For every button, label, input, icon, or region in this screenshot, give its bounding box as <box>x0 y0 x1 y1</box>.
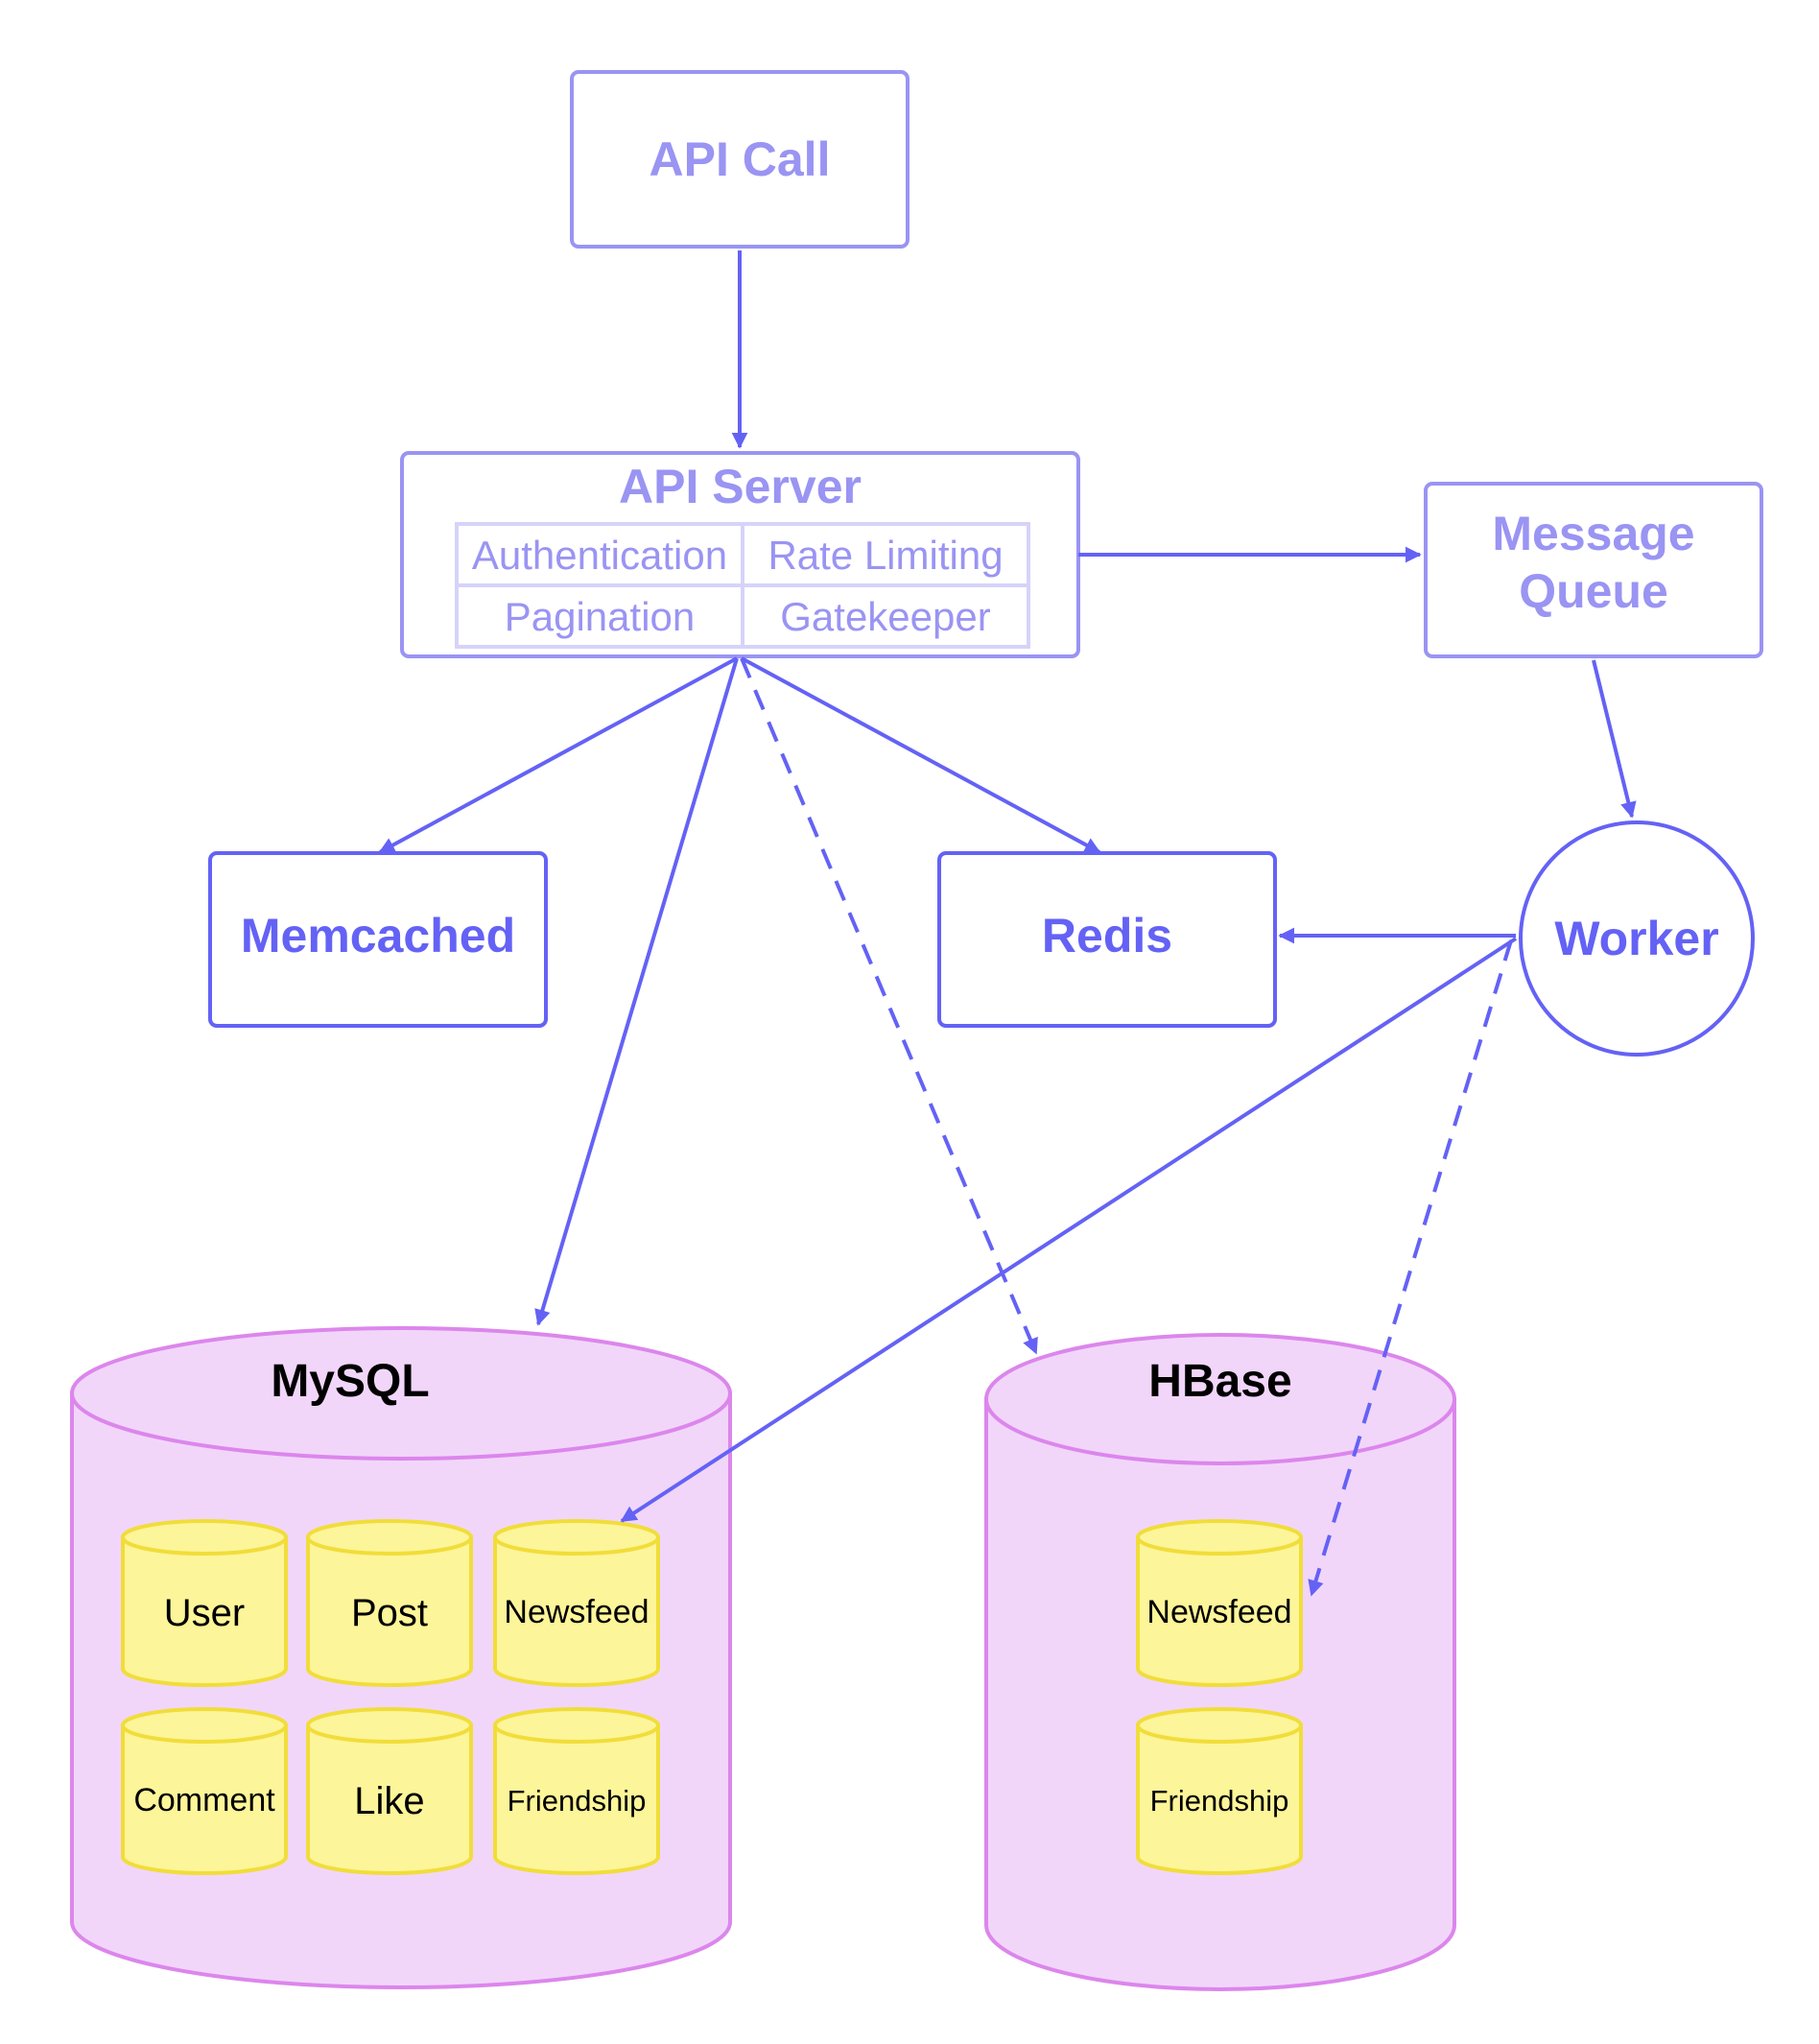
edge-message-queue-to-worker <box>1592 659 1637 819</box>
table-cylinder-user <box>121 1519 288 1687</box>
table-label-like: Like <box>354 1780 425 1822</box>
edge-api-server-to-memcached <box>378 656 738 854</box>
table-label-post: Post <box>350 1592 429 1634</box>
redis-box <box>937 851 1277 1028</box>
table-label-newsfeed: Newsfeed <box>504 1594 650 1631</box>
edge-worker-to-mysql-newsfeed <box>620 937 1518 1523</box>
table-label-comment: Comment <box>133 1782 275 1819</box>
hbase-table-label-friendship: Friendship <box>1149 1783 1289 1818</box>
worker-label: Worker <box>1554 911 1719 965</box>
redis-label: Redis <box>1041 908 1173 963</box>
api-server-feature-grid <box>455 522 1030 649</box>
message-queue-label-line2: Queue <box>1519 563 1668 618</box>
memcached-box <box>208 851 548 1028</box>
mysql-title: MySQL <box>271 1355 430 1407</box>
hbase-title: HBase <box>1148 1355 1292 1407</box>
feature-gatekeeper: Gatekeeper <box>780 593 991 639</box>
edge-api-server-to-redis <box>741 656 1101 854</box>
edge-worker-to-hbase-newsfeed-dashed <box>1308 939 1513 1597</box>
table-cylinder-post <box>306 1519 473 1687</box>
hbase-table-cylinder-friendship <box>1136 1707 1303 1875</box>
feature-authentication: Authentication <box>471 532 728 578</box>
feature-pagination: Pagination <box>504 593 696 639</box>
table-cylinder-like <box>306 1707 473 1875</box>
table-label-friendship: Friendship <box>507 1783 647 1818</box>
hbase-database-cylinder <box>984 1333 1456 1991</box>
edge-api-server-to-mysql <box>534 657 739 1326</box>
worker-circle <box>1519 820 1755 1057</box>
message-queue-box <box>1424 482 1763 658</box>
api-call-label: API Call <box>649 131 831 186</box>
api-server-title: API Server <box>619 459 862 513</box>
memcached-label: Memcached <box>240 908 516 963</box>
table-label-user: User <box>163 1592 246 1634</box>
hbase-table-label-newsfeed: Newsfeed <box>1146 1594 1292 1631</box>
table-cylinder-friendship <box>493 1707 660 1875</box>
hbase-table-cylinder-newsfeed <box>1136 1519 1303 1687</box>
table-cylinder-comment <box>121 1707 288 1875</box>
api-call-box <box>570 70 910 249</box>
edges <box>378 250 1637 1597</box>
feature-rate-limiting: Rate Limiting <box>768 532 1004 578</box>
message-queue-label-line1: Message <box>1492 506 1695 560</box>
table-cylinder-newsfeed <box>493 1519 660 1687</box>
edge-api-server-to-hbase-dashed <box>740 657 1038 1355</box>
